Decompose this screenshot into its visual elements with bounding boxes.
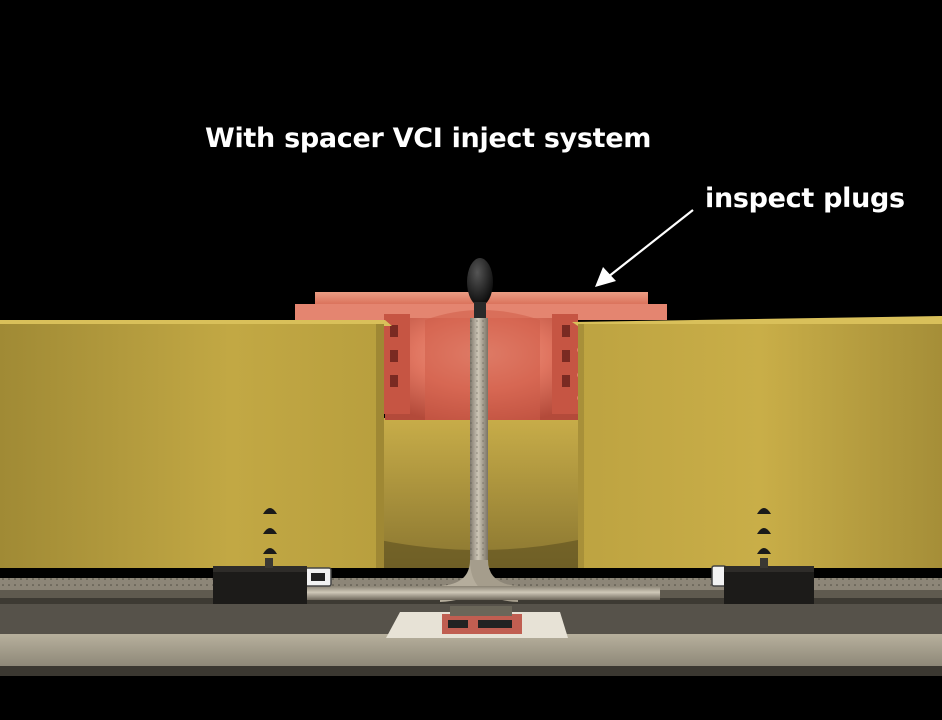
side-connector-left	[263, 508, 277, 554]
side-connector-right	[757, 508, 771, 554]
nozzle-collar	[474, 302, 486, 318]
product-tag	[386, 606, 568, 638]
left-block	[0, 320, 392, 568]
callout-arrow	[595, 209, 694, 287]
inject-tube	[300, 318, 660, 602]
callout-label: inspect plugs	[705, 183, 905, 214]
spacer-cap	[295, 292, 667, 420]
right-block	[572, 316, 942, 568]
nozzle-tip	[467, 258, 493, 306]
scene-title: With spacer VCI inject system	[205, 123, 652, 154]
